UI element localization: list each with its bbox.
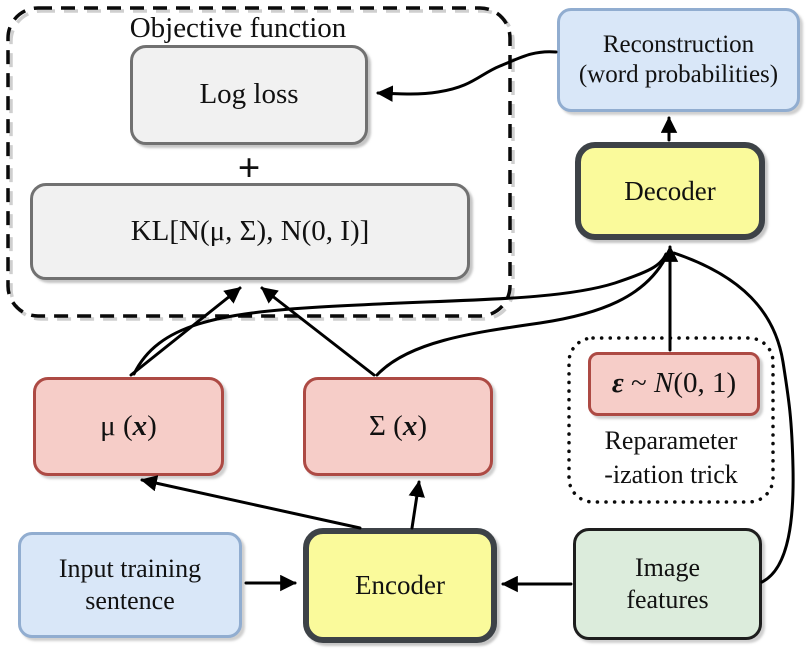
plus-operator: + [237,145,261,190]
epsilon-node: ε ~ N(0, 1) [588,352,760,416]
epsilon-args: (0, 1) [673,367,737,400]
mu-prefix: μ ( [100,409,133,442]
log-loss-node: Log loss [130,45,368,145]
epsilon-distribution: N [653,367,674,400]
reparameterization-caption-line2: -ization trick [604,459,738,489]
input-sentence-label-line2: sentence [85,586,175,615]
sigma-suffix: ) [417,409,427,442]
sigma-label: Σ (x) [369,409,427,444]
objective-function-title: Objective function [129,12,347,44]
image-features-label-line2: features [626,585,709,614]
encoder-label: Encoder [355,570,445,601]
decoder-node: Decoder [575,142,765,240]
mu-label: μ (x) [100,409,157,444]
sigma-node: Σ (x) [303,377,493,476]
mu-node: μ (x) [33,377,224,476]
reconstruction-label-line1: Reconstruction [602,30,755,58]
sigma-variable: x [402,409,418,442]
kl-divergence-label: KL[N(μ, Σ), N(0, I)] [130,214,370,247]
epsilon-tilde: ~ [623,367,654,400]
reparameterization-caption: Reparameter -ization trick [569,424,773,492]
reconstruction-node: Reconstruction (word probabilities) [557,8,800,112]
log-loss-label: Log loss [199,78,299,111]
image-features-node: Image features [573,528,762,640]
reconstruction-label-line2: (word probabilities) [578,61,779,88]
input-sentence-node: Input training sentence [18,532,242,638]
sigma-prefix: Σ ( [369,409,403,442]
encoder-node: Encoder [303,528,497,643]
decoder-label: Decoder [624,175,716,206]
mu-suffix: ) [147,409,157,442]
mu-variable: x [132,409,148,442]
kl-divergence-node: KL[N(μ, Σ), N(0, I)] [30,183,470,280]
reparameterization-caption-line1: Reparameter [604,426,738,455]
epsilon-symbol: ε [611,367,624,400]
image-features-label-line1: Image [635,553,700,583]
input-sentence-label-line1: Input training [58,554,202,584]
epsilon-label: ε ~ N(0, 1) [612,366,736,401]
